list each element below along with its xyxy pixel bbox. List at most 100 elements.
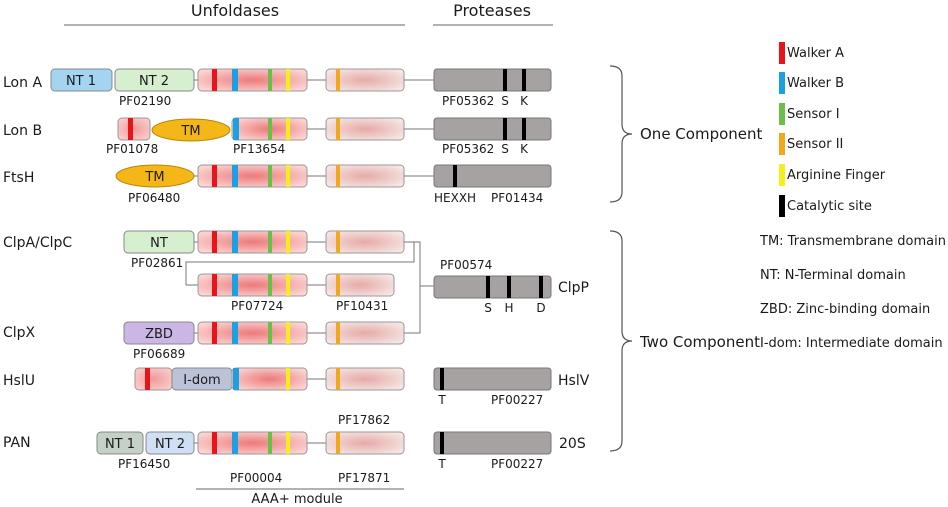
pfam-label: PF05362 [442, 142, 494, 156]
legend-label-arginine-finger: Arginine Finger [787, 168, 886, 183]
header-proteases: Proteases [453, 1, 531, 20]
walker-b-motif [232, 69, 238, 91]
domain-nt2-label: NT 2 [139, 74, 169, 89]
site-label-s: S [501, 142, 509, 156]
protein-label-lon-b: Lon B [3, 123, 42, 139]
pfam-label: PF01078 [106, 142, 158, 156]
arginine-finger-motif [286, 322, 290, 344]
protease-domain [433, 117, 552, 141]
sensor-ii-motif [336, 165, 340, 187]
arginine-finger-motif [286, 274, 290, 296]
row-ftsh: FtsH TM PF06480 HEXXH PF01434 [3, 164, 552, 205]
catalytic-site [507, 276, 511, 298]
sensor-ii-motif [336, 118, 340, 140]
site-label-k: K [520, 94, 529, 108]
n-terminal-aaa-part [134, 367, 173, 391]
walker-b-motif [232, 274, 238, 296]
walker-b-motif [232, 322, 238, 344]
legend-swatch-sensor-i [779, 103, 785, 125]
abbrev-idom: I-dom: Intermediate domain [760, 336, 943, 351]
pfam-label: PF17862 [338, 413, 390, 427]
domain-tm-label: TM [180, 124, 200, 139]
abbrev-nt: NT: N-Terminal domain [760, 268, 906, 283]
sensor-ii-motif [336, 368, 340, 390]
catalytic-site [539, 276, 543, 298]
row-lon-b: Lon B PF01078 TM PF13654 PF05362 S K [3, 117, 552, 156]
catalytic-site [453, 165, 457, 187]
domain-nt1-label: NT 1 [105, 437, 135, 452]
protein-label-ftsh: FtsH [3, 170, 34, 186]
legend-label-sensor-ii: Sensor II [787, 137, 843, 152]
sensor-i-motif [268, 274, 272, 296]
c-terminal-domain [325, 431, 405, 455]
domain-nt-label: NT [150, 236, 168, 251]
site-label-k: K [520, 142, 529, 156]
sensor-ii-motif [336, 432, 340, 454]
pfam-label: PF07724 [231, 299, 283, 313]
site-label-t: T [437, 457, 446, 471]
group-label-one-component: One Component [640, 125, 763, 143]
n-terminal-aaa-part [117, 117, 151, 141]
pfam-label: PF06689 [133, 347, 185, 361]
walker-a-motif [212, 231, 217, 253]
protease-domain [433, 164, 552, 188]
sensor-i-motif [268, 231, 272, 253]
sensor-i-motif [268, 69, 272, 91]
walker-b-motif [232, 231, 238, 253]
legend-swatch-catalytic-site [779, 195, 785, 217]
walker-b-motif [233, 118, 239, 140]
walker-b-motif [232, 432, 238, 454]
domain-nt1-label: NT 1 [66, 74, 96, 89]
walker-a-motif [128, 118, 133, 140]
sensor-i-motif [268, 118, 272, 140]
clpp-connector-bracket [404, 241, 421, 334]
group-label-two-component: Two Component [639, 333, 760, 351]
walker-a-motif [212, 165, 217, 187]
pfam-label: PF02861 [131, 256, 183, 270]
pfam-label: PF05362 [442, 94, 494, 108]
row-hslu: HslU I-dom T PF00227 HslV [3, 367, 590, 407]
sensor-i-motif [268, 432, 272, 454]
brace-one-component [609, 65, 633, 203]
arginine-finger-motif [286, 432, 290, 454]
row-pan: PAN PF17862 NT 1 NT 2 PF16450 PF00004 PF… [3, 413, 586, 485]
pfam-label: PF06480 [128, 191, 180, 205]
sensor-i-motif [268, 165, 272, 187]
walker-a-motif [145, 368, 150, 390]
c-terminal-domain [325, 273, 395, 297]
pfam-label: PF00227 [491, 457, 543, 471]
protease-name-20s: 20S [559, 436, 586, 452]
protease-domain-20s [433, 431, 552, 455]
protease-name-hslv: HslV [558, 373, 590, 389]
header-unfoldases: Unfoldases [191, 1, 279, 20]
pfam-label: PF17871 [338, 471, 390, 485]
protein-label-clpa-clpc: ClpA/ClpC [3, 235, 72, 251]
catalytic-site [503, 118, 507, 140]
domain-nt1 [96, 431, 144, 455]
walker-b-motif [232, 165, 238, 187]
legend: Walker A Walker B Sensor I Sensor II Arg… [759, 42, 946, 351]
legend-swatch-walker-b [779, 72, 785, 94]
catalytic-site [503, 69, 507, 91]
pfam-label: PF10431 [336, 299, 388, 313]
pfam-label: PF00574 [440, 258, 492, 272]
site-label-d: D [536, 301, 545, 315]
protease-domain [433, 68, 552, 92]
legend-label-sensor-i: Sensor I [787, 107, 840, 122]
domain-nt2-label: NT 2 [155, 437, 185, 452]
legend-label-walker-b: Walker B [787, 76, 844, 91]
walker-b-motif [233, 368, 239, 390]
site-label-t: T [437, 393, 446, 407]
legend-swatch-walker-a [779, 42, 785, 64]
catalytic-site [440, 432, 444, 454]
domain-tm-label: TM [144, 170, 164, 185]
protein-label-clpx: ClpX [3, 325, 36, 341]
aaa-module-label: AAA+ module [251, 492, 342, 507]
transmembrane-domain [151, 118, 231, 142]
pfam-label: PF13654 [233, 142, 285, 156]
legend-swatch-arginine-finger [779, 164, 785, 186]
site-label-s: S [501, 94, 509, 108]
sensor-ii-motif [336, 231, 340, 253]
sensor-i-motif [268, 322, 272, 344]
row-clpx: ClpX ZBD PF06689 [3, 321, 405, 361]
